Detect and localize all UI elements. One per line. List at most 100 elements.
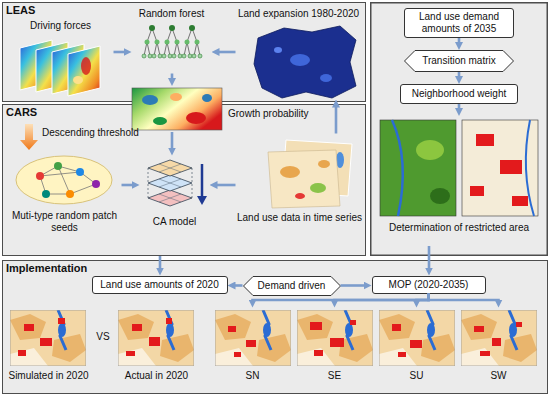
- process-box: Land use demand amounts of 2035: [404, 8, 514, 38]
- step-label: Growth probability: [228, 108, 320, 120]
- heat-spot: [81, 57, 91, 75]
- tree-node: [149, 25, 155, 31]
- illustrated-step: Random forest: [132, 6, 212, 74]
- step-label: Simulated in 2020: [6, 370, 92, 382]
- hexagon-step: Demand driven: [243, 276, 341, 296]
- restricted-area-maps: [380, 120, 538, 216]
- tree-node: [162, 54, 166, 58]
- urban-patch: [166, 318, 172, 324]
- urban-patch: [149, 337, 160, 346]
- probability-surface: [132, 88, 222, 130]
- tree-node: [185, 40, 190, 45]
- annotation-label: VS: [92, 331, 114, 343]
- step-label: Land use data in time series: [236, 212, 364, 224]
- flow-arrow: [159, 256, 162, 270]
- label-slot: VS: [92, 331, 114, 343]
- expansion-patch: [290, 54, 310, 66]
- map-patch: [280, 166, 300, 178]
- step-label: Actual in 2020: [114, 370, 200, 382]
- expansion-patch: [274, 47, 282, 53]
- urban-patch: [470, 186, 484, 196]
- urban-patch: [24, 324, 34, 331]
- step-label: CA model: [140, 216, 210, 228]
- land-use-map: [379, 310, 455, 366]
- seed: [36, 172, 44, 180]
- step-label: Neighborhood weight: [408, 88, 511, 100]
- tree-node: [198, 54, 202, 58]
- land-use-map: [268, 150, 340, 208]
- urban-patch: [58, 318, 65, 324]
- hexagon-shape: [243, 276, 340, 295]
- iteration-arrow-head: [197, 196, 207, 205]
- seed-pool: [16, 156, 112, 204]
- heat-spot: [73, 76, 83, 84]
- urban-patch: [492, 338, 501, 346]
- urban-patch: [500, 160, 522, 174]
- urban-patch: [234, 352, 241, 357]
- flow-arrow: [335, 106, 338, 134]
- tree-node: [195, 40, 200, 45]
- step-label: SU: [378, 370, 456, 382]
- tree-node: [158, 54, 162, 58]
- land-use-map: [461, 310, 537, 366]
- seed: [76, 168, 84, 176]
- tree-node: [188, 54, 192, 58]
- map-river: [526, 120, 534, 216]
- panel-title: Implementation: [6, 262, 547, 275]
- step-label: SW: [460, 370, 538, 382]
- panel-title: CARS: [6, 106, 365, 119]
- urban-patch: [40, 338, 52, 346]
- flow-arrow: [458, 104, 461, 110]
- tree-node: [178, 54, 182, 58]
- threshold-arrow: [20, 124, 38, 150]
- urban-patch: [398, 352, 406, 357]
- tree-node: [182, 54, 186, 58]
- flow-arrow: [428, 246, 431, 270]
- map-patch: [310, 183, 326, 193]
- process-box: Neighborhood weight: [400, 84, 518, 104]
- step-label: SN: [214, 370, 292, 382]
- flow-arrow: [253, 294, 429, 302]
- map-river: [392, 120, 403, 216]
- urban-patch: [480, 351, 490, 356]
- flow-arrow: [171, 74, 174, 81]
- step-label: Random forest: [132, 8, 212, 20]
- flow-arrow: [429, 294, 499, 302]
- ca-grid-stack: [148, 160, 207, 206]
- process-box: MOP (2020-2035): [372, 276, 486, 294]
- land-expansion-map: [254, 26, 356, 98]
- land-use-map: [297, 310, 373, 366]
- step-label: Transition matrix: [418, 55, 500, 67]
- tree-node: [142, 54, 146, 58]
- urban-patch: [132, 324, 142, 331]
- grid-lines: [159, 179, 181, 187]
- tree-node: [148, 54, 152, 58]
- map-patch: [318, 160, 330, 168]
- seed-links: [40, 166, 96, 194]
- urban-patch: [310, 322, 322, 330]
- step-label: Land use demand amounts of 2035: [405, 11, 513, 35]
- tree-node: [175, 40, 180, 45]
- tree-node: [192, 54, 196, 58]
- step-label: MOP (2020-2035): [385, 279, 473, 291]
- flow-arrow: [234, 284, 243, 287]
- expansion-patch: [320, 74, 332, 82]
- driving-forces-layers: [20, 40, 100, 96]
- urban-patch: [330, 338, 344, 347]
- land-use-map: [215, 310, 291, 366]
- seed: [92, 180, 100, 188]
- tree-node: [168, 54, 172, 58]
- urban-patch: [246, 340, 256, 347]
- flow-arrow: [218, 51, 236, 54]
- urban-patch: [476, 134, 494, 146]
- tree-node: [169, 25, 175, 31]
- urban-patch: [512, 196, 528, 206]
- tree-branches: [184, 28, 200, 56]
- label-slot: Descending threshold: [42, 127, 152, 139]
- urban-patch: [516, 322, 522, 327]
- land-use-map: [118, 310, 194, 366]
- flow-arrow: [171, 132, 174, 150]
- probability-spot: [186, 112, 206, 124]
- tree-node: [189, 25, 195, 31]
- flow-arrow: [341, 284, 366, 287]
